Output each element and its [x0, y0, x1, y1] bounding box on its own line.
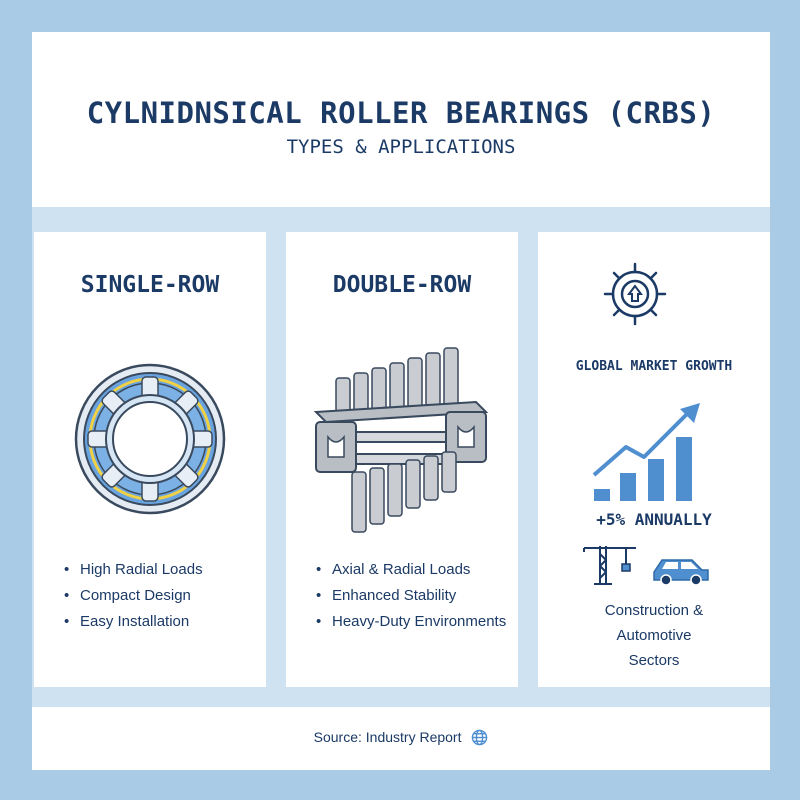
single-row-card: SINGLE-ROW •High Radial Loads •Compact D…: [34, 232, 266, 687]
list-item: •Heavy-Duty Environments: [316, 613, 507, 630]
growth-chart-icon: [592, 403, 700, 501]
list-item: •Axial & Radial Loads: [316, 561, 471, 578]
crane-icon: [583, 546, 636, 585]
double-row-features: •Axial & Radial Loads •Enhanced Stabilit…: [316, 557, 506, 635]
single-row-features: •High Radial Loads •Compact Design •Easy…: [64, 557, 203, 635]
page-title: CYLNIDNSICAL ROLLER BEARINGS (CRBS): [86, 96, 716, 130]
single-row-bearing-icon: [74, 363, 226, 515]
sectors-text: Construction & Automotive Sectors: [604, 602, 704, 669]
double-row-bearing-icon: [313, 347, 489, 533]
list-item: •High Radial Loads: [64, 561, 203, 578]
page-subtitle: TYPES & APPLICATIONS: [286, 136, 516, 158]
car-icon: [653, 559, 709, 586]
source-label: Source: Industry Report: [313, 729, 462, 745]
list-item: •Compact Design: [64, 587, 191, 604]
footer-panel: Source: Industry Report: [32, 707, 770, 770]
double-row-card: DOUBLE-ROW: [286, 232, 518, 687]
infographic-frame: CYLNIDNSICAL ROLLER BEARINGS (CRBS) TYPE…: [32, 32, 770, 770]
list-item: •Enhanced Stability: [316, 587, 457, 604]
double-row-title: DOUBLE-ROW: [332, 272, 472, 298]
growth-rate: +5% ANNUALLY: [596, 510, 712, 529]
globe-icon: [472, 729, 488, 746]
list-item: •Easy Installation: [64, 613, 190, 630]
single-row-title: SINGLE-ROW: [80, 272, 220, 298]
source-text: Source: Industry Report: [32, 729, 770, 746]
market-title: GLOBAL MARKET GROWTH: [575, 359, 733, 374]
gear-upload-icon: [603, 262, 667, 326]
market-growth-card: GLOBAL MARKET GROWTH +5% ANNUALLY: [538, 232, 770, 687]
header-panel: CYLNIDNSICAL ROLLER BEARINGS (CRBS) TYPE…: [32, 32, 770, 207]
